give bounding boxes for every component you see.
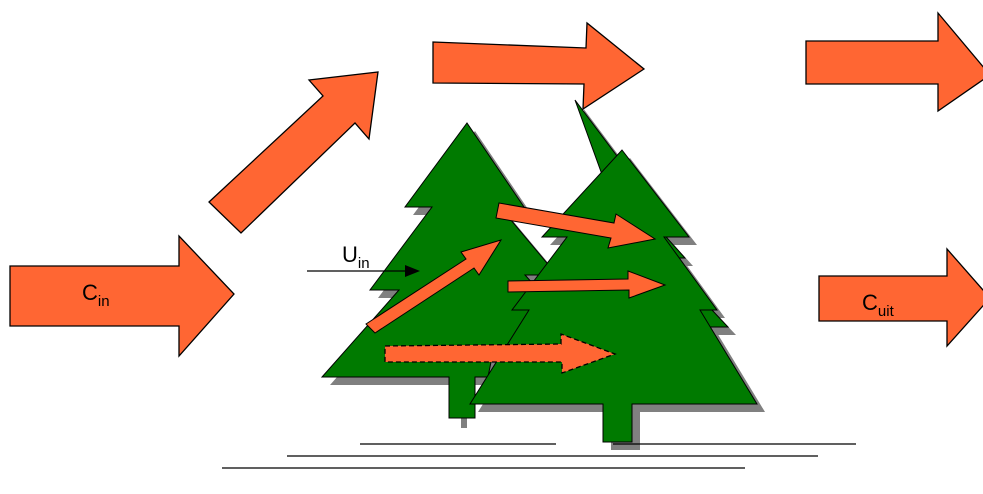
c-uit-label: Cuit [862,290,895,320]
u-in-label: Uin [342,242,370,272]
upward-diagonal-arrow [208,71,379,234]
canopy-arrows [365,202,667,334]
flow-arrows [9,11,983,358]
u-in-arrow [307,265,420,277]
c-in-arrow [9,234,235,358]
c-uit-arrow [818,247,983,348]
canopy-upper-arrow [495,202,657,249]
top-right-arrow [805,11,983,113]
canopy-dashed-arrow [384,333,617,374]
top-center-arrow [432,21,646,111]
canopy-middle-arrow [507,270,667,299]
c-in-label: Cin [82,280,110,310]
ground-lines [222,443,856,469]
front-tree [469,149,758,443]
canopy-diagonal-arrow [365,239,503,334]
